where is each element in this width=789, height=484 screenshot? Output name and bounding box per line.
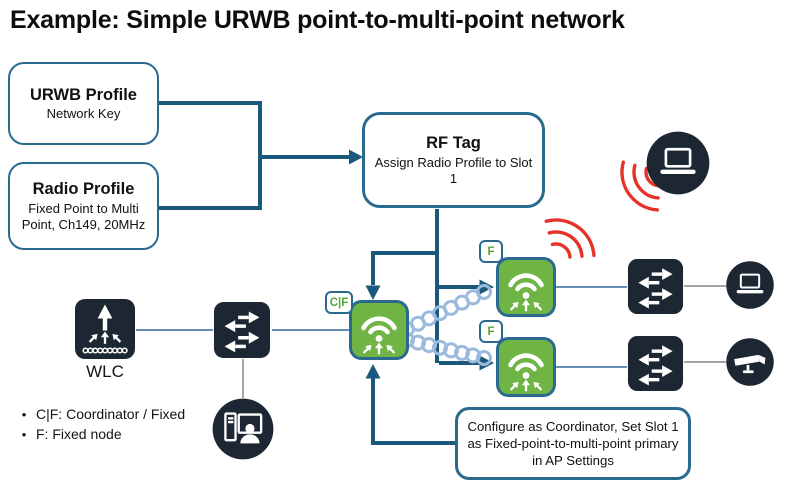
fixed-badge-top: F [479, 240, 503, 263]
cctv-camera-icon [725, 337, 775, 387]
legend-bullet: • [21, 427, 27, 442]
urwb-profile-title: URWB Profile [30, 85, 137, 104]
urwb-profile-subtitle: Network Key [46, 106, 121, 122]
wlc-icon [74, 298, 136, 360]
wired-links-gray [242, 285, 726, 398]
profile-merge-lines [158, 101, 350, 210]
urwb-ap-coordinator-icon [349, 300, 409, 360]
wireless-link-coil-top [399, 284, 492, 337]
wifi-signal-waves-icon-ap [516, 218, 596, 298]
radio-profile-title: Radio Profile [32, 180, 135, 199]
wireless-link-coil-bottom [399, 332, 492, 366]
laptop-client-icon [725, 260, 775, 310]
urwb-ap-fixed-bottom-icon [496, 337, 556, 397]
wired-links-blue [136, 286, 627, 368]
radio-profile-subtitle: Fixed Point to Multi Point, Ch149, 20MHz [21, 200, 146, 232]
switch-icon-core [213, 301, 271, 359]
admin-workstation-icon [211, 397, 275, 461]
legend-item: • C|F: Coordinator / Fixed [12, 406, 185, 422]
rf-tag-title: RF Tag [426, 134, 481, 153]
radio-profile-box: Radio Profile Fixed Point to Multi Point… [8, 162, 159, 250]
switch-icon-top-right [627, 258, 684, 315]
fixed-badge-bottom: F [479, 320, 503, 343]
legend-item-label: F: Fixed node [36, 426, 122, 442]
rf-tag-box: RF Tag Assign Radio Profile to Slot 1 [362, 112, 545, 208]
wireless-laptop-client-icon [645, 130, 711, 196]
legend-item-label: C|F: Coordinator / Fixed [36, 406, 186, 422]
urwb-ap-fixed-top-icon [496, 257, 556, 317]
coordinator-fixed-badge: C|F [325, 291, 353, 314]
page-title: Example: Simple URWB point-to-multi-poin… [10, 6, 625, 34]
configure-callout-line [371, 378, 456, 445]
switch-icon-bottom-right [627, 335, 684, 392]
urwb-profile-box: URWB Profile Network Key [8, 62, 159, 145]
legend-item: • F: Fixed node [12, 426, 185, 442]
legend: • C|F: Coordinator / Fixed • F: Fixed no… [12, 406, 185, 446]
rf-tag-subtitle: Assign Radio Profile to Slot 1 [374, 154, 533, 186]
legend-bullet: • [21, 407, 27, 422]
wlc-label: WLC [86, 362, 124, 381]
rf-tag-distribution-lines [371, 209, 480, 365]
configure-callout-text: Configure as Coordinator, Set Slot 1 as … [467, 418, 679, 469]
configure-callout-box: Configure as Coordinator, Set Slot 1 as … [455, 407, 691, 480]
